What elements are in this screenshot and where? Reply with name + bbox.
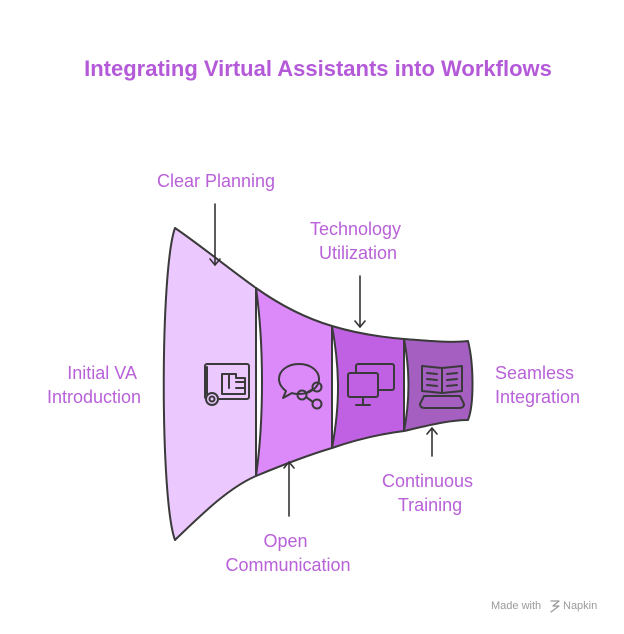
label-technology: Technology Utilization	[310, 219, 406, 263]
watermark-prefix: Made with	[491, 600, 541, 612]
arrow-clear-planning	[209, 203, 221, 266]
funnel-segment-initial	[162, 227, 257, 541]
monitors-icon	[347, 363, 395, 406]
watermark: Made with Napkin	[491, 600, 597, 613]
arrow-open-communication	[283, 461, 295, 517]
arrow-technology	[354, 275, 366, 328]
label-open-communication: Open Communication	[225, 531, 350, 575]
arrow-continuous-training	[426, 427, 438, 457]
watermark-brand: Napkin	[563, 600, 597, 612]
blueprint-icon	[204, 363, 250, 406]
chat-share-icon	[278, 363, 323, 410]
label-initial-va: Initial VA Introduction	[47, 363, 141, 407]
page-title: Integrating Virtual Assistants into Work…	[84, 56, 552, 81]
napkin-logo-icon	[550, 600, 560, 613]
open-book-icon	[419, 365, 465, 409]
label-continuous-training: Continuous Training	[382, 471, 478, 515]
funnel-segment-planning	[255, 287, 333, 477]
label-seamless: Seamless Integration	[495, 363, 580, 407]
label-clear-planning: Clear Planning	[157, 171, 275, 191]
